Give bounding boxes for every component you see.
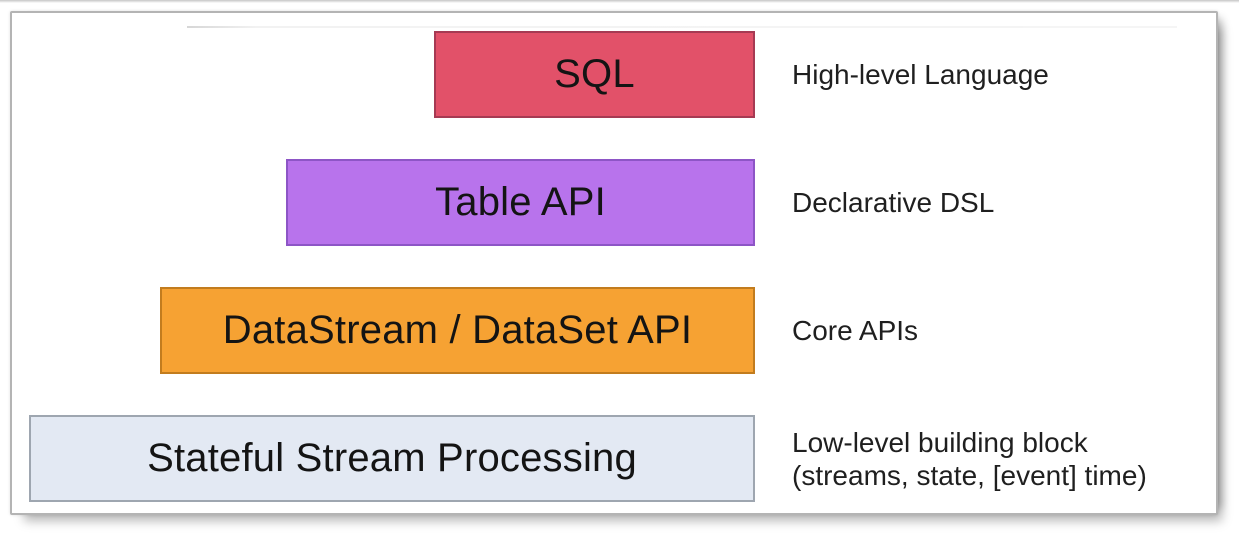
faint-divider-line bbox=[187, 26, 1177, 28]
annotation-core-apis: Core APIs bbox=[792, 287, 1212, 374]
annotation-low-level: Low-level building block (streams, state… bbox=[792, 415, 1212, 502]
layer-box-sql: SQL bbox=[434, 31, 755, 118]
annotation-table-api-line1: Declarative DSL bbox=[792, 187, 995, 218]
slide-panel: SQL High-level Language Table API Declar… bbox=[10, 11, 1218, 515]
layer-label-datastream-dataset-api: DataStream / DataSet API bbox=[222, 308, 693, 352]
layer-box-stateful-stream-processing: Stateful Stream Processing bbox=[29, 415, 755, 502]
annotation-table-api: Declarative DSL bbox=[792, 159, 1212, 246]
annotation-sql: High-level Language bbox=[792, 31, 1212, 118]
layer-box-table-api: Table API bbox=[286, 159, 755, 246]
annotation-core-apis-line1: Core APIs bbox=[792, 315, 919, 346]
layer-label-table-api: Table API bbox=[435, 180, 606, 224]
annotation-sql-line1: High-level Language bbox=[792, 59, 1049, 90]
layer-box-datastream-dataset-api: DataStream / DataSet API bbox=[160, 287, 755, 374]
annotation-low-level-line2: (streams, state, [event] time) bbox=[792, 459, 1147, 491]
annotation-low-level-line1: Low-level building block bbox=[792, 426, 1088, 458]
layer-label-sql: SQL bbox=[554, 52, 635, 96]
layer-label-stateful-stream-processing: Stateful Stream Processing bbox=[147, 436, 637, 480]
